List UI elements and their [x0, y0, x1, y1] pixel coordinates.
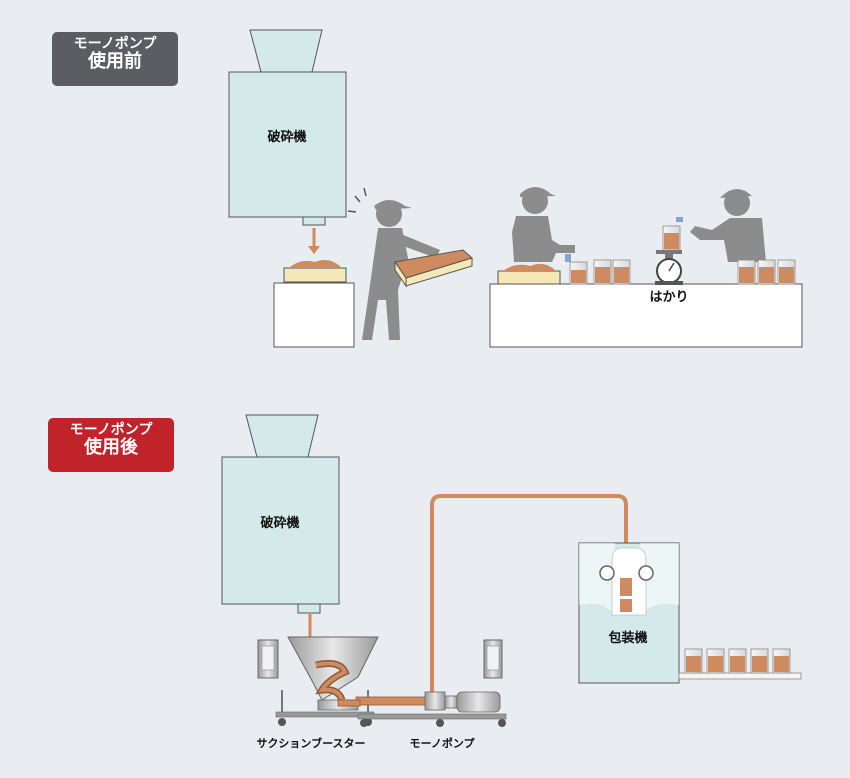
before-tray-table — [273, 260, 355, 348]
after-badge: モーノポンプ 使用後 — [48, 418, 174, 472]
before-crusher-label: 破砕機 — [267, 129, 306, 145]
packer-label: 包装機 — [608, 630, 647, 646]
before-crusher: 破砕機 — [228, 29, 347, 226]
weighing-table — [489, 283, 803, 348]
before-badge-line2: 使用前 — [88, 51, 142, 73]
before-badge: モーノポンプ 使用前 — [52, 32, 178, 86]
output-conveyor — [678, 648, 802, 680]
carrying-worker-icon — [347, 187, 473, 340]
packing-machine: 包装機 — [578, 542, 680, 684]
scale-icon — [655, 225, 683, 285]
after-crusher: 破砕機 — [221, 414, 340, 614]
mono-pump-label: モーノポンプ — [409, 736, 475, 750]
before-badge-line1: モーノポンプ — [73, 36, 157, 52]
weighing-worker-icon — [676, 189, 766, 262]
before-section: 破砕機 — [228, 29, 803, 348]
mono-pump-machine — [337, 639, 507, 727]
after-badge-line2: 使用後 — [84, 437, 138, 459]
after-badge-line1: モーノポンプ — [69, 422, 153, 438]
before-tray-2 — [497, 263, 561, 285]
suction-booster-machine — [257, 636, 379, 726]
after-section: 破砕機 サクションブースター — [221, 414, 802, 750]
filling-worker-icon — [512, 187, 575, 262]
scale-label: はかり — [649, 290, 688, 305]
filled-jars-right — [737, 259, 796, 285]
after-crusher-label: 破砕機 — [260, 515, 299, 531]
filled-jars-left — [569, 259, 631, 285]
transfer-pipe — [430, 494, 628, 697]
suction-booster-label: サクションブースター — [256, 736, 365, 750]
